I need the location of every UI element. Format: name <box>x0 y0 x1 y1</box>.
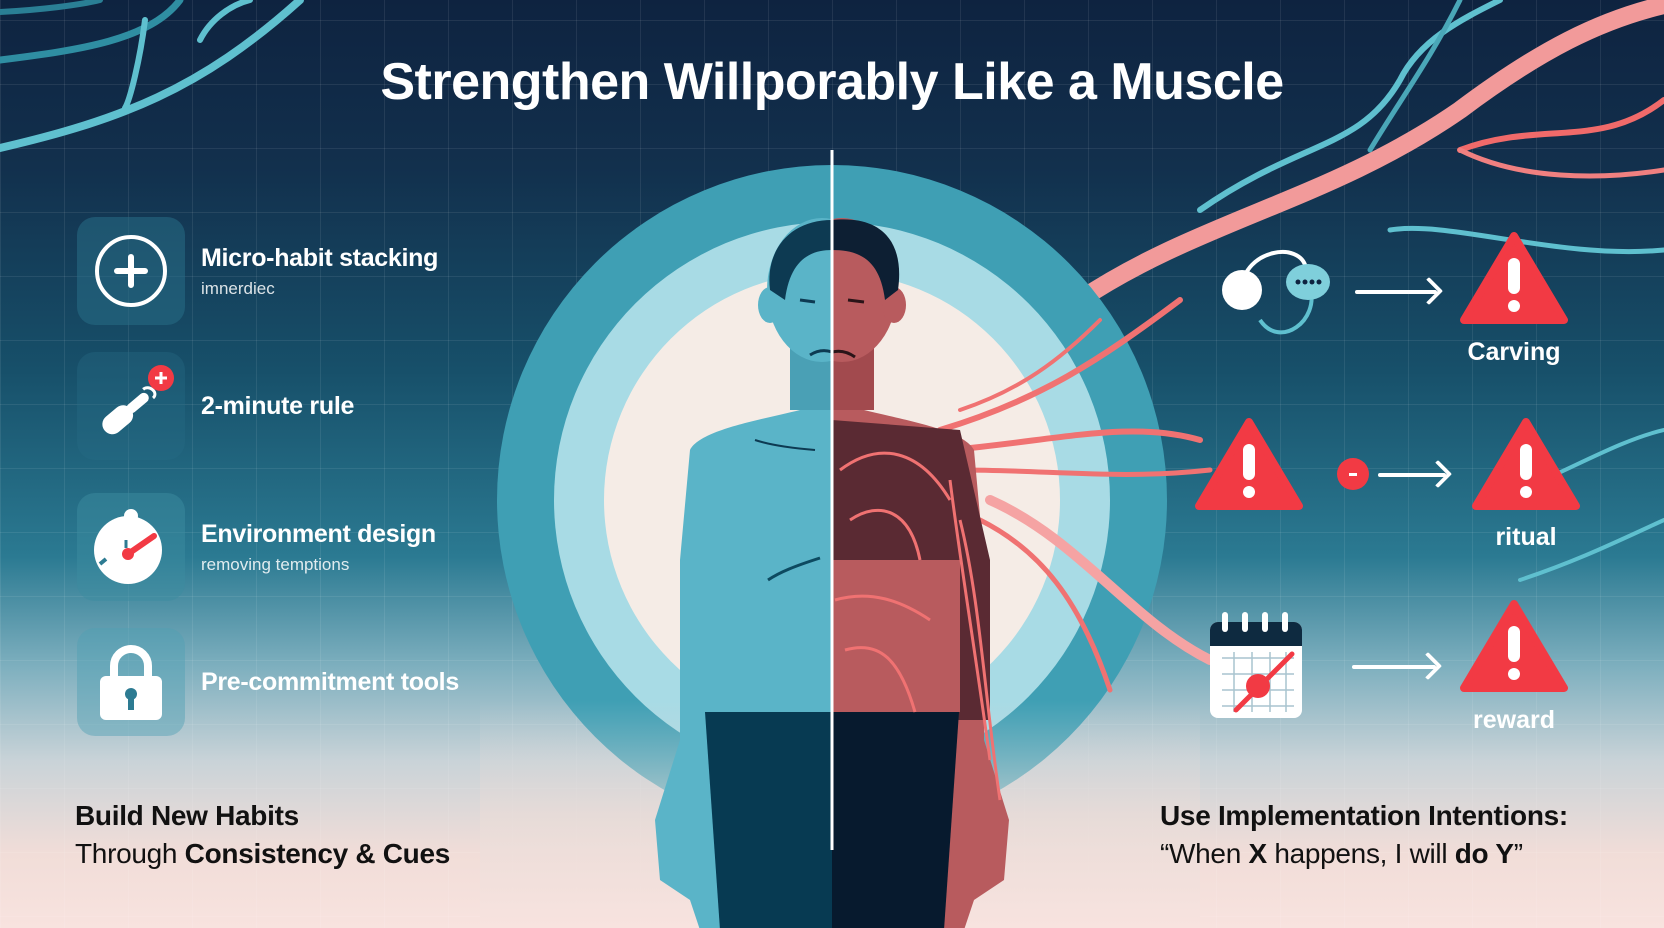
feature-label: Environment design <box>201 519 436 548</box>
warning-icon <box>1460 232 1568 324</box>
caption-prefix: Through <box>75 838 185 869</box>
caption-build-habits: Build New Habits Through Consistency & C… <box>75 797 450 873</box>
page-title: Strengthen Willporably Like a Muscle <box>380 53 1284 111</box>
calendar-icon <box>1210 612 1302 718</box>
caption-emphasis: Consistency & Cues <box>184 838 451 869</box>
feature-subtitle: removing temptions <box>201 554 350 574</box>
feature-subtitle: imnerdiec <box>201 278 275 298</box>
arrow-icon <box>1355 290 1437 294</box>
timer-icon <box>77 493 185 601</box>
warning-icon <box>1195 418 1303 510</box>
plus-circle-icon <box>77 217 185 325</box>
warning-icon <box>1460 600 1568 692</box>
arrow-icon <box>1352 665 1436 669</box>
caption-heading: Use Implementation Intentions: <box>1160 800 1568 831</box>
caption-implementation-intentions: Use Implementation Intentions: “When X h… <box>1160 797 1568 873</box>
figure-left-calm <box>655 218 832 928</box>
outcome-label: Carving <box>1467 338 1561 366</box>
quote-open: “When <box>1160 838 1249 869</box>
outcome-label: reward <box>1473 706 1555 734</box>
small-dot-icon <box>1337 458 1369 490</box>
arrow-icon <box>1378 473 1446 477</box>
feature-environment-design: Environment design removing temptions <box>77 493 436 601</box>
caption-heading: Build New Habits <box>75 800 299 831</box>
feature-label: Micro-habit stacking <box>201 243 439 272</box>
feature-label: Pre-commitment tools <box>201 667 459 696</box>
quote-x: X <box>1248 838 1267 869</box>
figure-right-stressed <box>832 218 1009 928</box>
outcome-label: ritual <box>1495 523 1557 551</box>
feature-pre-commitment-tools: Pre-commitment tools <box>77 628 459 736</box>
feature-micro-habit-stacking: Micro-habit stacking imnerdiec <box>77 217 438 325</box>
feature-2-minute-rule: 2-minute rule <box>77 352 354 460</box>
feature-label: 2-minute rule <box>201 391 355 420</box>
teal-vines-top-left <box>0 0 304 152</box>
key-plus-icon <box>77 352 185 460</box>
quote-close: ” <box>1513 838 1523 869</box>
warning-icon <box>1472 418 1580 510</box>
quote-mid: happens, I will <box>1266 838 1455 869</box>
lock-icon <box>77 628 185 736</box>
thought-bubble-icon <box>1220 240 1340 355</box>
quote-do-y: do Y <box>1454 838 1514 869</box>
veins-right <box>937 297 1215 693</box>
